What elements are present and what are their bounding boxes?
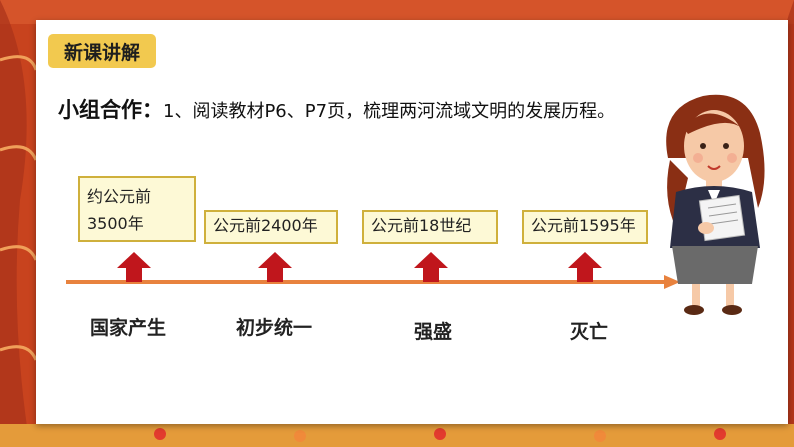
task-label: 小组合作：	[58, 98, 163, 122]
timeline-date-box: 公元前18世纪	[362, 210, 498, 244]
timeline-line	[66, 275, 680, 289]
timeline-date-box: 公元前2400年	[204, 210, 338, 244]
timeline-date-box: 约公元前 3500年	[78, 176, 196, 242]
task-text: 1、阅读教材P6、P7页，梳理两河流域文明的发展历程。	[163, 101, 616, 122]
timeline-stage-label: 初步统一	[236, 317, 313, 339]
timeline-date-line: 约公元前	[87, 187, 152, 206]
timeline-stage-label: 强盛	[414, 321, 453, 343]
timeline-date-line: 公元前2400年	[213, 216, 318, 235]
up-arrow-icon	[117, 252, 151, 282]
timeline-stage-label: 国家产生	[90, 317, 167, 339]
up-arrow-icon	[568, 252, 602, 282]
timeline-stage-label: 灭亡	[570, 321, 609, 343]
teacher-illustration	[666, 94, 765, 315]
up-arrow-icon	[414, 252, 448, 282]
timeline-date-line: 公元前18世纪	[371, 216, 472, 235]
timeline-date-box: 公元前1595年	[522, 210, 648, 244]
timeline-date-line: 3500年	[87, 214, 144, 233]
task-instruction: 小组合作：1、阅读教材P6、P7页，梳理两河流域文明的发展历程。	[58, 94, 615, 124]
up-arrow-icon	[258, 252, 292, 282]
section-tag: 新课讲解	[48, 34, 156, 68]
timeline-date-line: 公元前1595年	[531, 216, 636, 235]
